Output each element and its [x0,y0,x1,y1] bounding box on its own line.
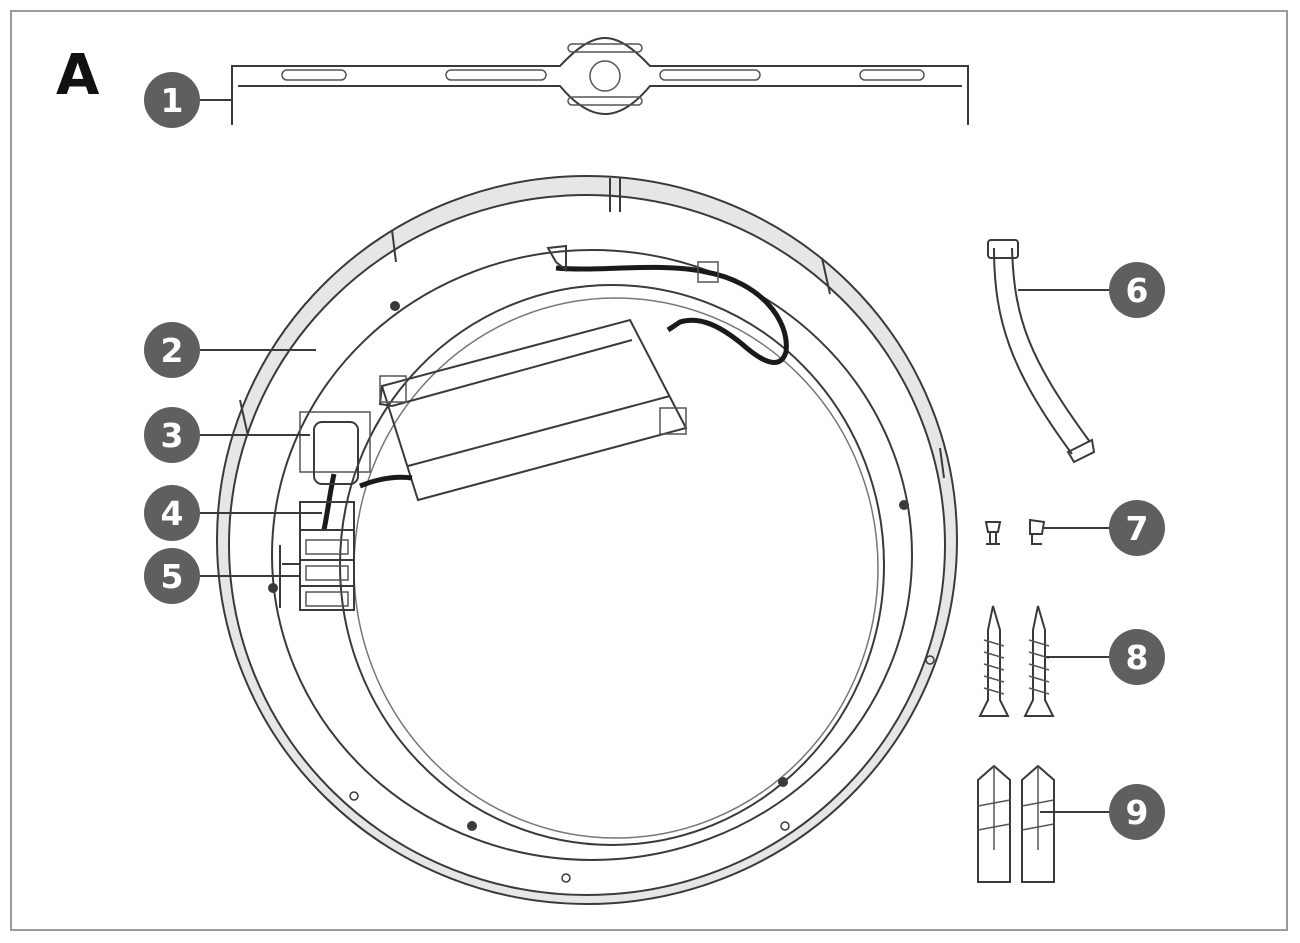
callout-9: 9 [1109,784,1165,840]
wall-plugs [977,764,1055,883]
led-driver [378,318,688,502]
panel-letter: A [56,43,100,108]
lamp-body [216,175,958,905]
diagram-frame [10,10,1288,931]
callout-2-label: 2 [161,331,184,370]
cable-sleeve [987,239,1096,464]
callout-8-label: 8 [1126,638,1149,677]
callout-1-label: 1 [161,81,184,120]
mounting-bracket [231,36,969,125]
small-screws [984,518,1046,545]
callout-8: 8 [1109,629,1165,685]
callout-2: 2 [144,322,200,378]
wood-screws [978,605,1055,717]
callout-4-label: 4 [161,494,184,533]
callout-4: 4 [144,485,200,541]
callout-7-label: 7 [1126,509,1149,548]
callout-7: 7 [1109,500,1165,556]
callout-6: 6 [1109,262,1165,318]
callout-5: 5 [144,548,200,604]
callout-3-label: 3 [161,416,184,455]
callout-5-label: 5 [161,557,184,596]
leader-lines [196,99,1112,813]
callout-9-label: 9 [1126,793,1149,832]
callout-3: 3 [144,407,200,463]
callout-1: 1 [144,72,200,128]
callout-6-label: 6 [1126,271,1149,310]
terminal-block [279,411,371,611]
